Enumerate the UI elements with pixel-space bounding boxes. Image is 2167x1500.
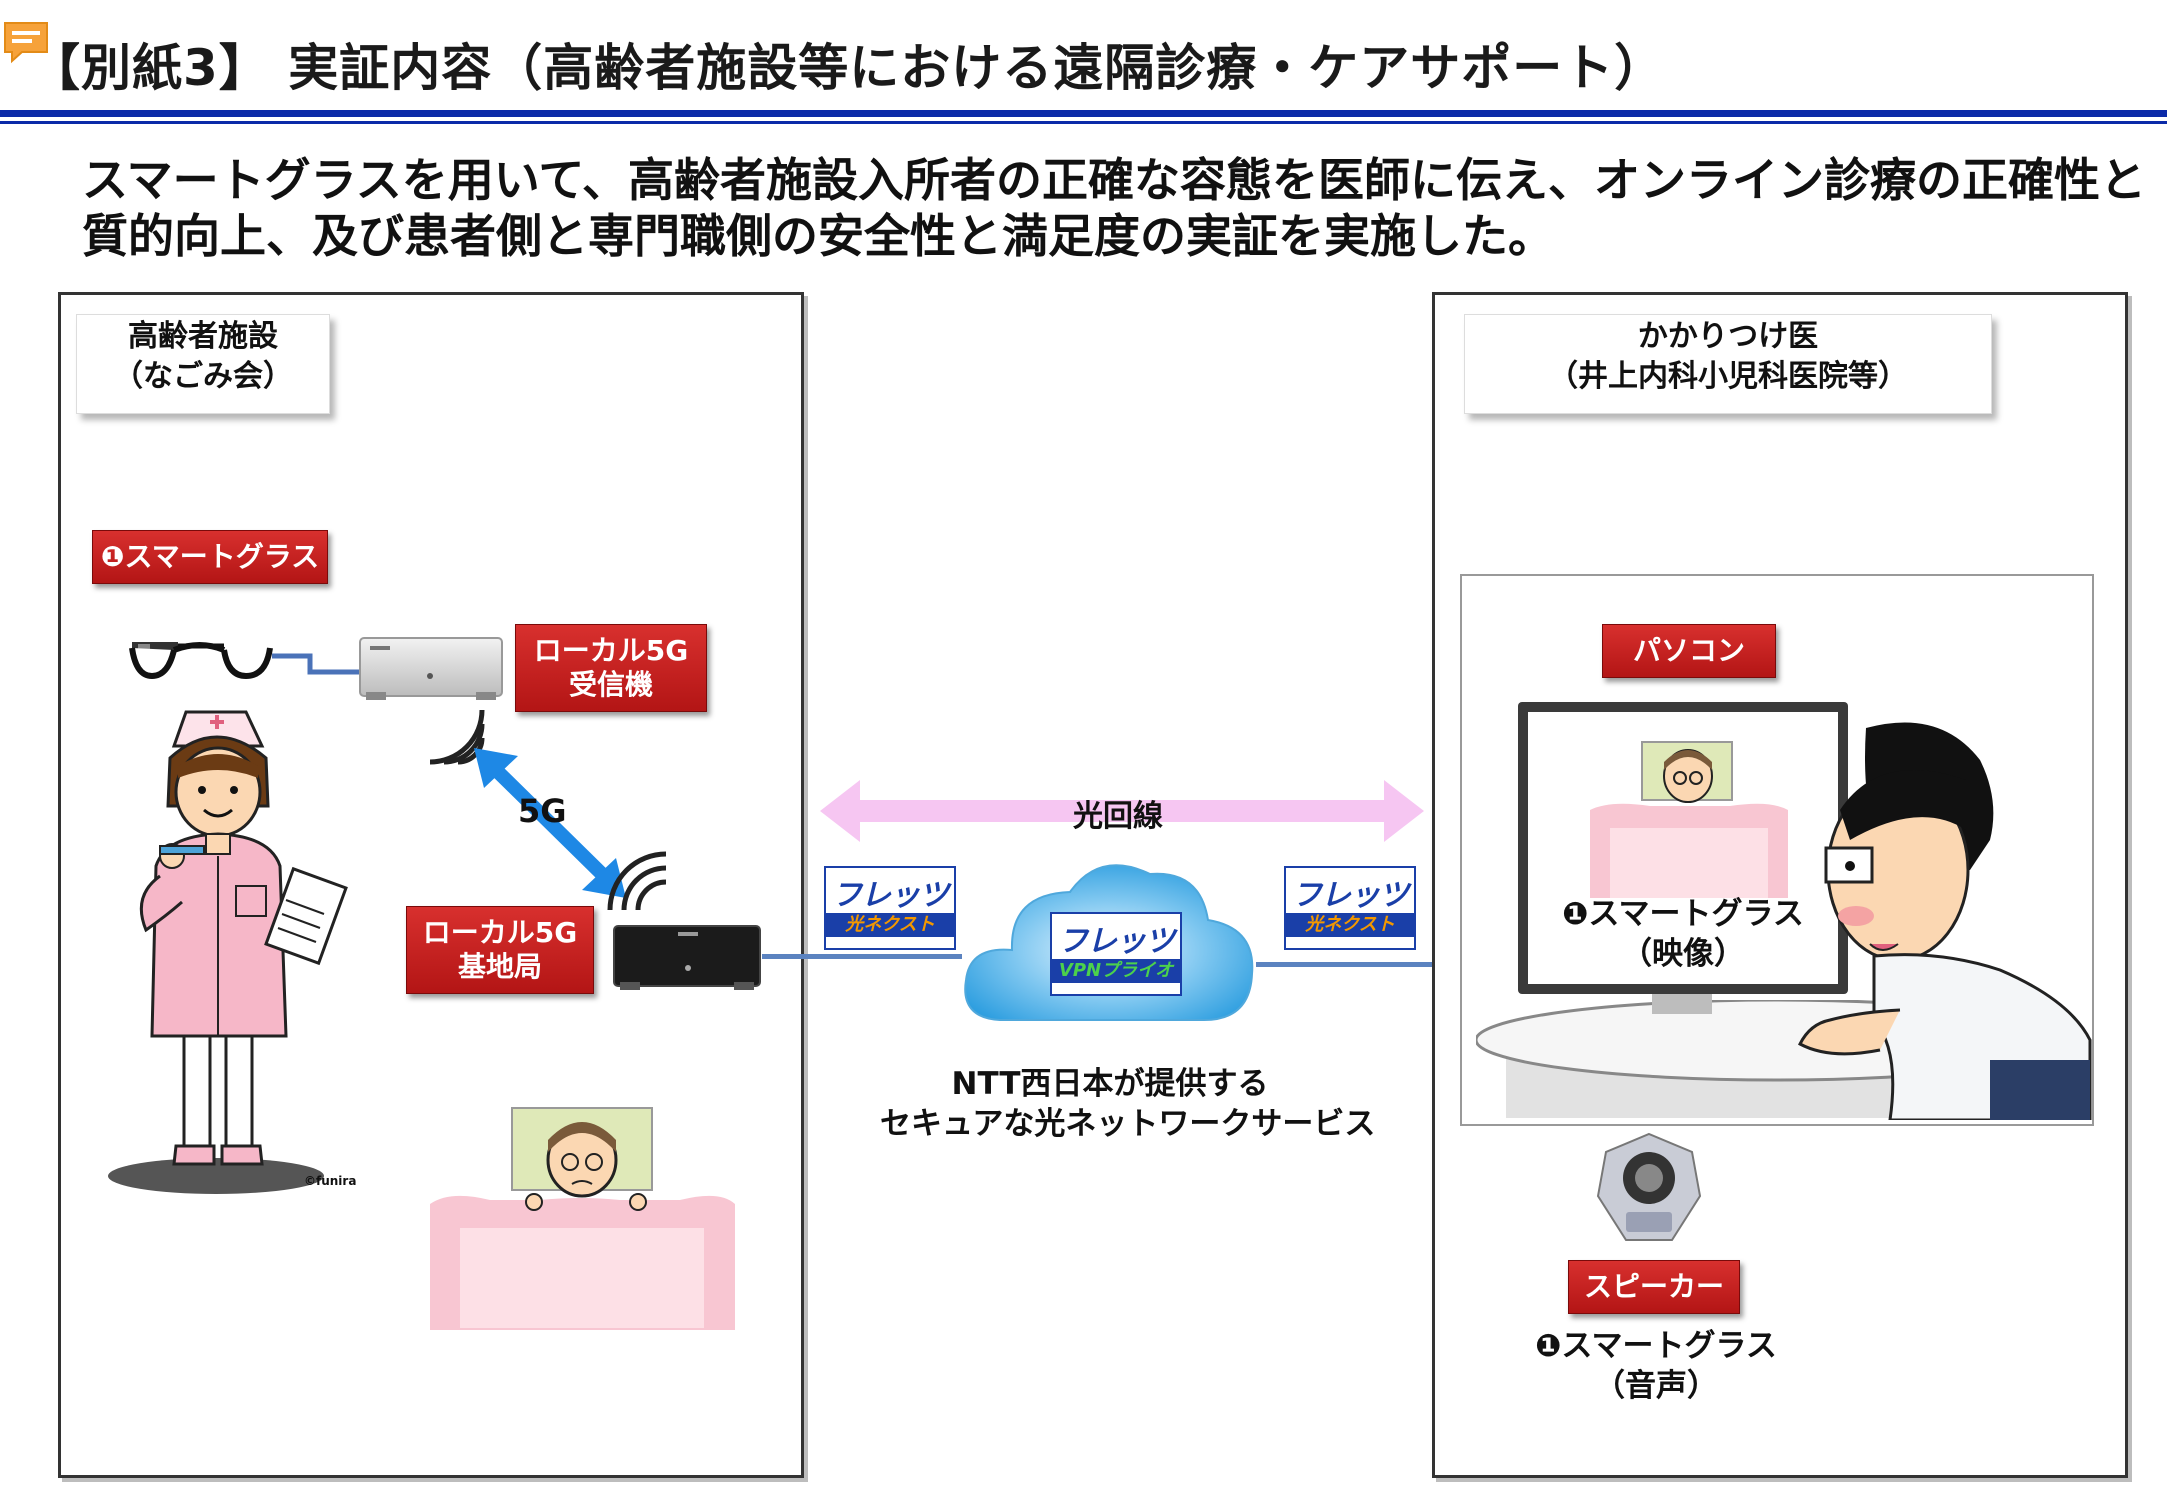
receiver-device-icon (359, 637, 503, 700)
clinic-label: かかりつけ医 （井上内科小児科医院等） (1464, 314, 1992, 414)
lead-text: スマートグラスを用いて、高齢者施設入所者の正確な容態を医師に伝え、オンライン診療… (82, 152, 2146, 264)
lead-line-2: 質的向上、及び患者側と専門職側の安全性と満足度の実証を実施した。 (82, 209, 1554, 263)
header-rule-thick (0, 110, 2167, 117)
5g-label: 5G (518, 792, 567, 830)
nurse-illustration (108, 710, 348, 1194)
comment-icon[interactable] (2, 20, 50, 64)
speaker-caption: ❶スマートグラス （音声） (1535, 1328, 1777, 1404)
pc-label: パソコン (1602, 624, 1776, 678)
smart-glass-label: ❶スマートグラス (92, 530, 328, 584)
monitor-caption: ❶スマートグラス （映像） (1562, 896, 1804, 972)
monitor-stand (1652, 994, 1712, 1014)
page-title: 【別紙3】 実証内容（高齢者施設等における遠隔診療・ケアサポート） (30, 39, 1666, 97)
clinic-subname: （井上内科小児科医院等） (1548, 359, 1908, 394)
facility-subname: （なごみ会） (113, 359, 293, 394)
fiber-label: 光回線 (1073, 799, 1163, 834)
receiver-signal-icon (429, 709, 485, 765)
speaker-icon[interactable] (1594, 1130, 1704, 1248)
flets-vpn-badge: フレッツ VPNプライオ (1050, 912, 1182, 996)
speaker-label: スピーカー (1568, 1260, 1740, 1314)
receiver-label: ローカル5G 受信機 (515, 624, 707, 712)
clinic-name: かかりつけ医 (1637, 319, 1819, 354)
header-rule-thin (0, 121, 2167, 124)
base-signal-icon (607, 851, 667, 911)
monitor-patient-illustration (1590, 741, 1788, 898)
lead-line-1: スマートグラスを用いて、高齢者施設入所者の正確な容態を医師に伝え、オンライン診療… (82, 153, 2147, 207)
fiber-arrow (820, 780, 1424, 842)
patient-bed-illustration (430, 1107, 735, 1330)
base-station-label: ローカル5G 基地局 (406, 906, 594, 994)
fiber-line-right (1256, 962, 1432, 967)
doctor-illustration (1798, 722, 2092, 1120)
fiber-line-left (762, 954, 962, 959)
facility-label: 高齢者施設 （なごみ会） (76, 314, 330, 414)
facility-name: 高齢者施設 (128, 319, 278, 354)
illustration-credit: ©funira (304, 1174, 357, 1188)
flets-next-badge-right: フレッツ 光ネクスト (1284, 866, 1416, 950)
glasses-cable (272, 653, 368, 675)
base-station-device-icon (613, 925, 761, 990)
flets-next-badge-left: フレッツ 光ネクスト (824, 866, 956, 950)
network-caption: NTT西日本が提供する セキュアな光ネットワークサービス (880, 1066, 1376, 1142)
smart-glasses-icon (129, 642, 273, 680)
